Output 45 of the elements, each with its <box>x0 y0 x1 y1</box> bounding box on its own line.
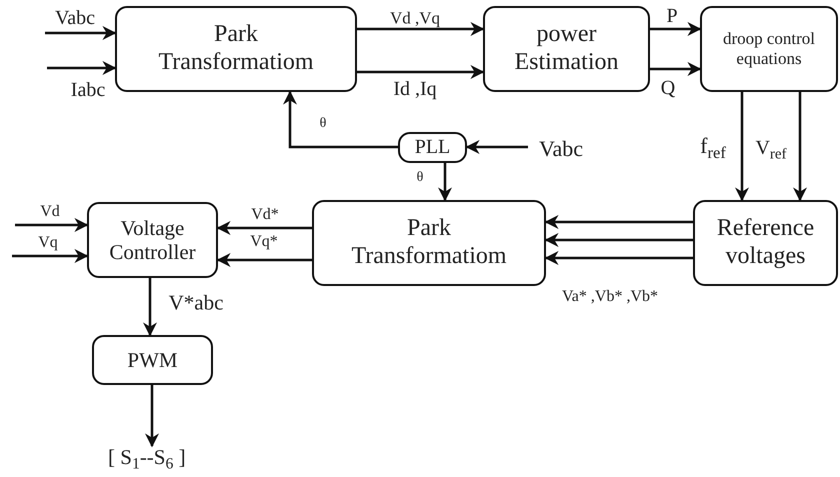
arrow <box>650 22 702 36</box>
edge-label: Q <box>660 78 676 98</box>
arrow <box>47 61 116 75</box>
node-label: Park Transformatiom <box>350 215 508 271</box>
arrow <box>466 140 528 154</box>
node-label: PLL <box>414 136 450 159</box>
edge-label: Id ,Iq <box>392 79 438 99</box>
arrow <box>438 163 452 202</box>
process-box <box>312 200 546 286</box>
edge-label: f$_{ref}$ <box>699 135 727 157</box>
node-label: power Estimation <box>514 21 620 77</box>
node-label: Voltage Controller <box>108 216 197 264</box>
process-box <box>693 200 838 286</box>
node-label: Reference voltages <box>716 215 816 271</box>
process-box <box>483 6 650 92</box>
arrow <box>544 215 693 229</box>
edge-label: V$_{ref}$ <box>754 138 788 158</box>
arrow <box>283 90 398 148</box>
arrow <box>357 22 484 36</box>
edge-label: Vq <box>37 235 59 251</box>
arrow <box>544 233 693 247</box>
arrow <box>735 92 749 202</box>
edge-label: Va* ,Vb* ,Vb* <box>561 289 659 305</box>
process-box <box>115 6 357 92</box>
node-label: Park Transformatiom <box>157 21 315 77</box>
arrow <box>145 385 159 448</box>
arrow <box>216 221 312 235</box>
process-box <box>700 6 838 92</box>
arrow <box>143 278 157 336</box>
edge-label: Vd ,Vq <box>388 10 442 26</box>
arrow <box>15 218 88 232</box>
arrow <box>216 253 312 267</box>
process-box <box>92 335 213 385</box>
edge-label: Vq* <box>249 234 279 250</box>
arrow <box>45 26 116 40</box>
node-label: droop control equations <box>722 29 816 69</box>
node-label: PWM <box>127 348 178 372</box>
arrow <box>793 92 807 202</box>
arrow <box>12 249 88 263</box>
arrow <box>650 62 702 76</box>
process-box <box>87 202 218 278</box>
process-box <box>398 132 467 163</box>
arrow <box>544 251 693 265</box>
arrow <box>357 65 484 79</box>
output-label: [ S$_{1}$--S$_{6}$ ] <box>108 446 186 470</box>
